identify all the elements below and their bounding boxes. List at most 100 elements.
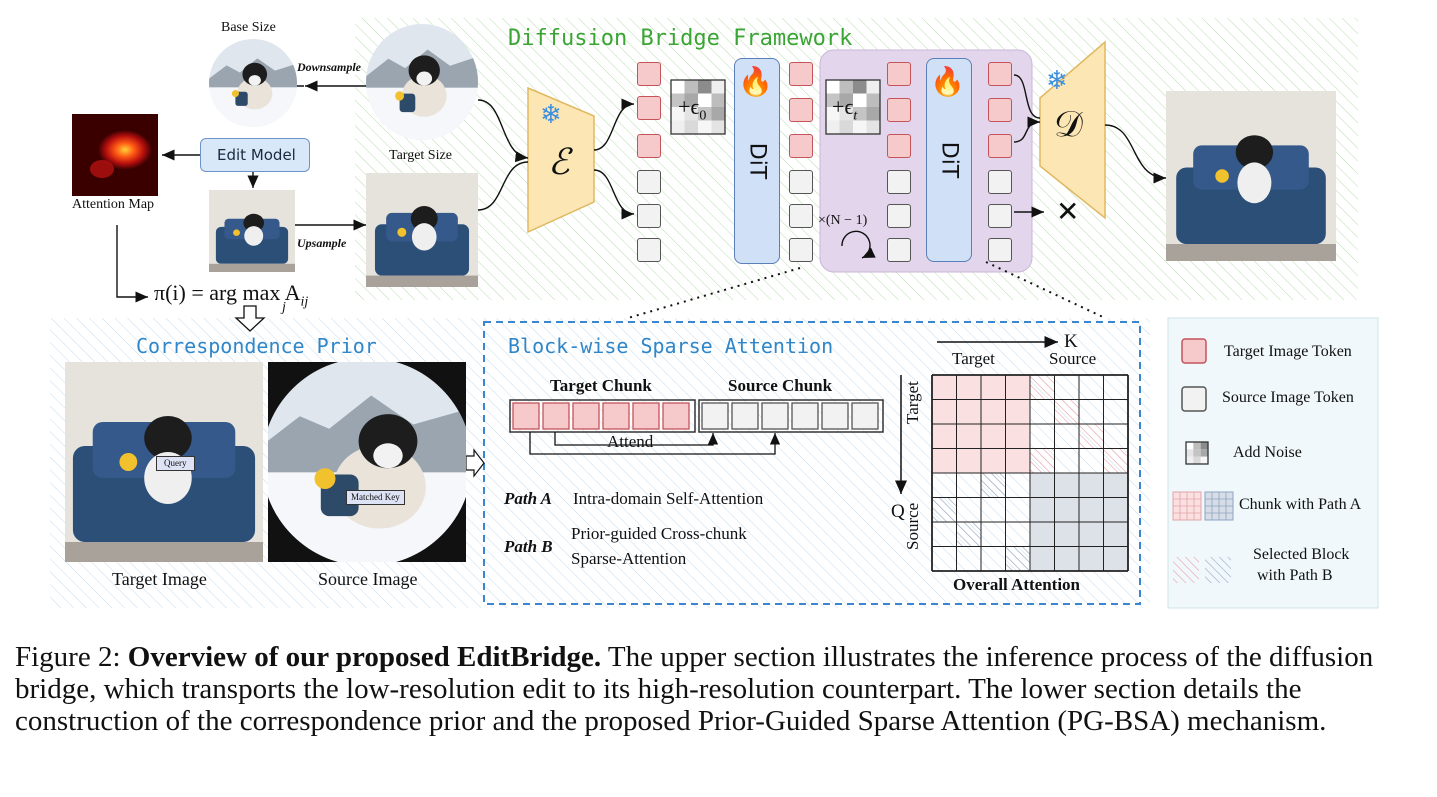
noise-cell [711,80,725,94]
source-token [637,204,661,228]
figure-caption: Figure 2: Overview of our proposed EditB… [15,641,1425,737]
legend-chunk-a-swatch [1172,491,1234,521]
noise-frame [670,79,726,135]
q-axis-label: Q [891,501,905,522]
hollow-right-arrow-icon [465,448,485,478]
attention-map-label: Attention Map [72,197,155,212]
target-chunk-token [512,402,540,430]
source-image-caption: Source Image [318,569,418,589]
legend-target-swatch [1181,338,1207,364]
source-chunk-frame [698,399,884,433]
noise-cell [671,80,685,94]
edge-target-to-encoder [477,161,529,211]
edge-encoder-source-tokens [593,169,635,220]
noise-cell [839,93,853,107]
figure-diagram: Query Matched Key Edit Model DiT DiT 🔥 🔥… [50,18,1379,609]
target-token [988,134,1012,158]
attention-grid [931,374,1129,572]
target-token [988,98,1012,122]
noise-cell [711,107,725,121]
target-token [637,96,661,120]
source-token [988,204,1012,228]
source-chunk-token [761,402,789,430]
correspondence-formula: π(i) = arg max Aij [154,280,309,310]
fire-icon: 🔥 [930,65,965,98]
source-chunk-token [791,402,819,430]
selected-block-path-b [981,473,1006,498]
source-chunk-label: Source Chunk [728,376,833,395]
target-token [637,134,661,158]
noise-cell [698,80,712,94]
selected-block-path-b [932,497,957,522]
target-chunk-label: Target Chunk [550,376,652,395]
selected-block-path-b [1030,375,1055,400]
target-token [789,98,813,122]
fire-icon: 🔥 [738,65,773,98]
noise-cell [684,120,698,134]
query-tag: Query [156,456,195,471]
correspondence-prior-title: Correspondence Prior [136,334,377,358]
noise-cell [698,93,712,107]
source-token [789,238,813,262]
source-token [887,238,911,262]
noise-cell [684,107,698,121]
legend-noise-label: Add Noise [1233,444,1302,461]
selected-block-path-b [1030,448,1055,473]
source-token [637,238,661,262]
source-token [789,170,813,194]
noise-cell [839,80,853,94]
path-a-text: Intra-domain Self-Attention [573,489,764,508]
target-token [988,62,1012,86]
noise-cell [1193,442,1201,450]
zoom-line-left [627,267,801,319]
hollow-down-arrow-icon [234,305,266,332]
selected-block-path-b [1079,424,1104,449]
snowflake-icon: ❄ [1046,66,1068,96]
legend-chunk-a-label: Chunk with Path A [1239,496,1362,513]
repeat-label: ×(N − 1) [818,213,868,228]
noise-cell [1186,456,1194,464]
legend-source-swatch [1181,386,1207,412]
target-chunk-token [662,402,690,430]
source-token [637,170,661,194]
diffusion-framework-title: Diffusion Bridge Framework [508,26,853,51]
grid-target-side-label: Target [903,381,922,424]
downsample-label: Downsample [297,60,362,74]
target-token [887,62,911,86]
noise-patch-t [825,79,881,135]
path-a-label: Path A [504,489,553,508]
noise-cell [1200,456,1208,464]
noise-patch-0 [670,79,726,135]
noise-cell [866,120,880,134]
edit-model-box: Edit Model [200,138,310,172]
selected-block-path-b [956,522,981,547]
source-token [988,170,1012,194]
upsample-label: Upsample [297,236,347,250]
loop-arrow-icon [841,230,876,259]
grid-source-top-label: Source [1049,349,1097,368]
noise-cell [671,93,685,107]
noise-cell [1200,442,1208,450]
source-token [988,238,1012,262]
noise-cell [698,120,712,134]
noise-cell [839,107,853,121]
edge-attention-to-formula [116,225,148,303]
noise-cell [853,107,867,121]
noise-cell [711,93,725,107]
target-token [887,134,911,158]
bsa-title: Block-wise Sparse Attention [508,334,834,358]
target-chunk-token [542,402,570,430]
target-chunk-token [632,402,660,430]
caption-bold: Overview of our proposed EditBridge. [127,641,602,673]
grid-target-top-label: Target [952,349,995,368]
edge-decoder-to-output [1104,124,1167,184]
target-chunk-token [572,402,600,430]
attention-map-image [72,114,158,196]
attend-connector-outer [529,432,781,455]
noise-cell [1186,442,1194,450]
noise-frame [825,79,881,135]
zoom-line-right [985,261,1106,319]
snowflake-icon: ❄ [540,100,562,130]
discard-icon: ✕ [1056,195,1080,228]
caption-prefix: Figure 2: [15,641,128,673]
